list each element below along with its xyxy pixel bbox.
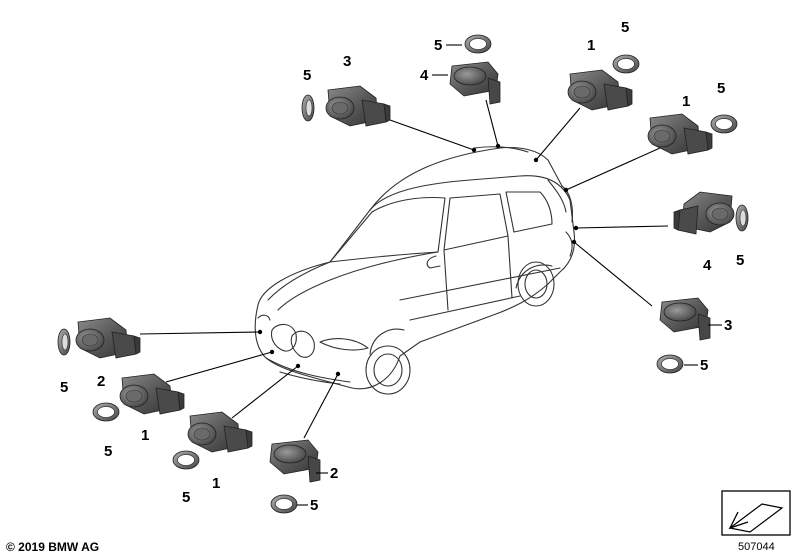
part-ring-5-top-center[interactable] (464, 34, 492, 54)
callout-1: 1 (212, 475, 220, 492)
part-sensor-4-right[interactable] (673, 191, 735, 235)
part-sensor-2-left[interactable] (75, 317, 141, 359)
part-sensor-1-top-right[interactable] (567, 69, 633, 111)
part-ring-5-bottom[interactable] (172, 450, 200, 470)
callout-5: 5 (621, 19, 629, 36)
part-sensor-4-top-center[interactable] (449, 61, 501, 105)
callout-5: 5 (434, 37, 442, 54)
callout-1: 1 (682, 93, 690, 110)
callout-5: 5 (104, 443, 112, 460)
callout-5: 5 (60, 379, 68, 396)
callout-3: 3 (343, 53, 351, 70)
callout-5: 5 (182, 489, 190, 506)
callout-4: 4 (703, 257, 712, 274)
part-ring-5-left-lower[interactable] (92, 402, 120, 422)
callout-5: 5 (303, 67, 311, 84)
part-ring-5-bottom-center[interactable] (270, 494, 298, 514)
part-ring-5-top-left[interactable] (301, 94, 315, 122)
callout-1: 1 (587, 37, 595, 54)
callout-5: 5 (310, 497, 318, 514)
callout-3: 3 (724, 317, 732, 334)
part-sensor-1-right[interactable] (647, 113, 713, 155)
part-ring-5-right-middle[interactable] (735, 204, 749, 232)
callout-5: 5 (700, 357, 708, 374)
part-ring-5-left[interactable] (57, 328, 71, 356)
callout-numbers: 5 3 5 4 1 5 1 5 4 5 3 5 5 2 1 5 1 5 2 5 (60, 19, 744, 514)
diagram-number: 507044 (738, 541, 775, 553)
callout-5: 5 (736, 252, 744, 269)
part-ring-5-right-lower[interactable] (656, 354, 684, 374)
leader-lines (139, 99, 669, 439)
copyright-text: © 2019 BMW AG (6, 540, 100, 554)
callout-5: 5 (717, 80, 725, 97)
part-sensor-1-bottom[interactable] (187, 411, 253, 453)
callout-2: 2 (330, 465, 338, 482)
parts-catalog-icon (721, 490, 791, 536)
part-ring-5-top-right[interactable] (612, 54, 640, 74)
part-sensor-3-top-left[interactable] (325, 85, 391, 127)
part-sensor-2-bottom[interactable] (269, 439, 321, 483)
callout-4: 4 (420, 67, 429, 84)
callout-2: 2 (97, 373, 105, 390)
callout-1: 1 (141, 427, 149, 444)
part-ring-5-right[interactable] (710, 114, 738, 134)
part-sensor-3-right[interactable] (659, 297, 711, 341)
car-outline (254, 146, 576, 395)
